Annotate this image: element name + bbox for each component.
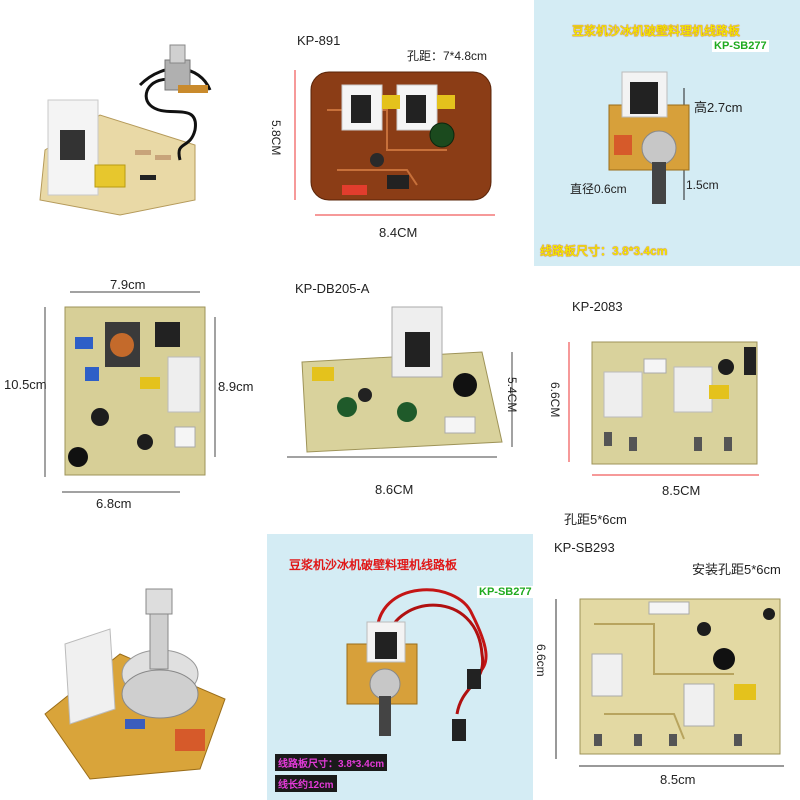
panel-kp-2083: KP-2083 6.6CM 8.5CM 孔距5*6cm <box>534 267 800 533</box>
hole-spacing-label: 孔距：7*4.8cm <box>407 49 488 63</box>
board-diagram-kp-db205-a <box>267 267 533 533</box>
panel-kp-sb277-top: 豆浆机沙冰机破壁料理机线路板 KP-SB277 高2.7cm 直径0.6cm 1… <box>534 0 800 266</box>
panel-kp-891: KP-891 孔距：7*4.8cm 5.8CM 8.4CM <box>267 0 533 266</box>
width-dimension: 8.5cm <box>660 772 696 787</box>
diameter-label: 直径0.6cm <box>570 182 627 196</box>
height-dimension: 5.4CM <box>505 377 519 413</box>
panel-potentiometer-closeup <box>0 534 266 800</box>
model-label: KP-DB205-A <box>295 281 370 296</box>
model-label: KP-2083 <box>572 299 623 314</box>
height-dimension: 6.6CM <box>548 382 562 418</box>
panel-kp-db205-a: KP-DB205-A 5.4CM 8.6CM <box>267 267 533 533</box>
width-dimension: 8.6CM <box>375 482 414 497</box>
height-dimension: 6.6cm <box>534 644 548 677</box>
product-banner: 豆浆机沙冰机破壁料理机线路板 <box>572 24 741 38</box>
model-label: KP-SB293 <box>554 540 615 555</box>
wire-length-label: 线长约12cm <box>275 775 337 792</box>
model-label: KP-SB277 <box>712 40 769 52</box>
panel-potentiometer-board <box>0 0 266 266</box>
shaft-length-label: 1.5cm <box>686 178 719 192</box>
panel-kp-sb293: KP-SB293 安装孔距5*6cm 6.6cm 8.5cm <box>534 534 800 800</box>
panel-board-dimensions: 7.9cm 10.5cm 8.9cm 6.8cm <box>0 267 266 533</box>
board-size-label: 线路板尺寸：3.8*3.4cm <box>540 244 668 258</box>
product-banner: 豆浆机沙冰机破壁料理机线路板 <box>289 558 458 572</box>
width-dimension: 8.5CM <box>662 483 701 498</box>
board-photo-7 <box>0 534 266 800</box>
hole-spacing-label: 安装孔距5*6cm <box>692 562 781 577</box>
board-size-label: 线路板尺寸：3.8*3.4cm <box>275 754 388 771</box>
hole-spacing-label: 孔距5*6cm <box>564 512 627 527</box>
model-label: KP-SB277 <box>477 586 533 598</box>
height-label: 高2.7cm <box>694 100 743 115</box>
board-diagram-kp-891 <box>267 0 533 266</box>
board-photo-1 <box>0 0 266 266</box>
height-dimension: 5.8CM <box>269 120 283 156</box>
left-height-dimension: 10.5cm <box>4 377 47 392</box>
model-label: KP-891 <box>297 33 341 48</box>
panel-kp-sb277-wire: 豆浆机沙冰机破壁料理机线路板 KP-SB277 线路板尺寸：3.8*3.4cm … <box>267 534 533 800</box>
width-dimension: 8.4CM <box>379 225 418 240</box>
board-diagram-4 <box>0 267 266 533</box>
right-height-dimension: 8.9cm <box>218 379 254 394</box>
board-diagram-kp-sb293 <box>534 534 800 800</box>
board-diagram-kp-2083 <box>534 267 800 533</box>
bottom-width-dimension: 6.8cm <box>96 496 132 511</box>
top-width-dimension: 7.9cm <box>110 277 146 292</box>
